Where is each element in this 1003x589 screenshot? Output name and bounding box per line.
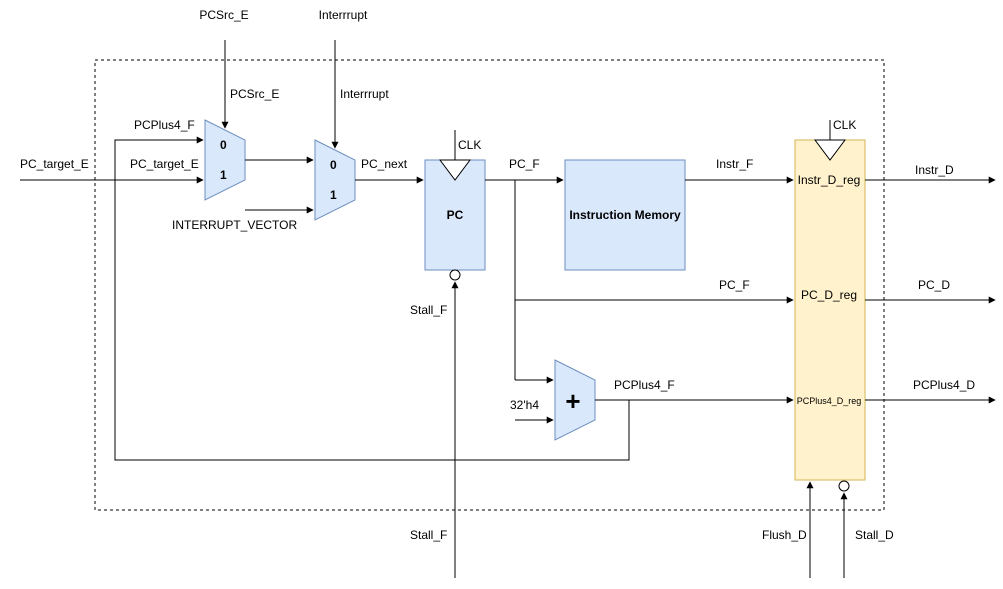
- reg-clk-label: CLK: [833, 118, 856, 132]
- pc-next-label: PC_next: [361, 157, 408, 171]
- pcplus4-f-adder-label: PCPlus4_F: [614, 378, 675, 392]
- pcsrc-e-top-label: PCSrc_E: [199, 8, 248, 22]
- stall-d-label: Stall_D: [855, 528, 894, 542]
- stall-f-inner-label: Stall_F: [410, 303, 447, 317]
- instr-d-reg-label: Instr_D_reg: [798, 173, 861, 187]
- interrupt-mux-label: Interrrupt: [340, 87, 389, 101]
- pcplus4-d-label: PCPlus4_D: [913, 378, 975, 392]
- interrupt-top-label: Interrrupt: [319, 8, 368, 22]
- pipeline-stall-bubble-icon: [838, 480, 850, 492]
- pcplus4-f-mux-label: PCPlus4_F: [134, 118, 195, 132]
- instr-d-label: Instr_D: [915, 163, 954, 177]
- mux-pc-source: 0 1: [204, 119, 246, 201]
- fetch-stage-boundary: [94, 59, 885, 511]
- pc-d-label: PC_D: [918, 278, 950, 292]
- mux-pc-source-in1-label: 1: [220, 168, 227, 182]
- pc-target-e-input-label: PC_target_E: [20, 157, 89, 171]
- pc-clk-label: CLK: [458, 138, 481, 152]
- mux-interrupt-in0-label: 0: [330, 158, 337, 172]
- mux-interrupt: 0 1: [314, 139, 356, 221]
- instruction-memory-label: Instruction Memory: [569, 208, 681, 222]
- adder-plus-label: +: [565, 386, 580, 416]
- pc-stall-bubble-icon: [449, 269, 461, 281]
- const-32h4-label: 32'h4: [510, 398, 539, 412]
- pcplus4-feedback-wire: [114, 136, 630, 461]
- pcsrc-e-mux-label: PCSrc_E: [230, 87, 279, 101]
- fetch-decode-pipeline-register: Instr_D_reg PC_D_reg PCPlus4_D_reg: [794, 139, 866, 492]
- pc-f-out-label: PC_F: [509, 157, 540, 171]
- stall-f-bottom-label: Stall_F: [410, 528, 447, 542]
- interrupt-vector-label: INTERRUPT_VECTOR: [172, 218, 297, 232]
- pc-d-reg-label: PC_D_reg: [801, 288, 857, 302]
- pc-target-e-mux-label: PC_target_E: [130, 157, 199, 171]
- pcplus4-d-reg-label: PCPlus4_D_reg: [797, 396, 862, 406]
- pc-register: PC: [424, 159, 486, 281]
- mux-interrupt-in1-label: 1: [330, 188, 337, 202]
- pc-f-reg-label: PC_F: [719, 278, 750, 292]
- instr-f-label: Instr_F: [716, 157, 753, 171]
- pc-register-label: PC: [447, 208, 464, 222]
- pc-adder: +: [554, 359, 596, 441]
- instruction-memory: Instruction Memory: [564, 159, 686, 271]
- mux-pc-source-in0-label: 0: [220, 138, 227, 152]
- flush-d-label: Flush_D: [762, 528, 807, 542]
